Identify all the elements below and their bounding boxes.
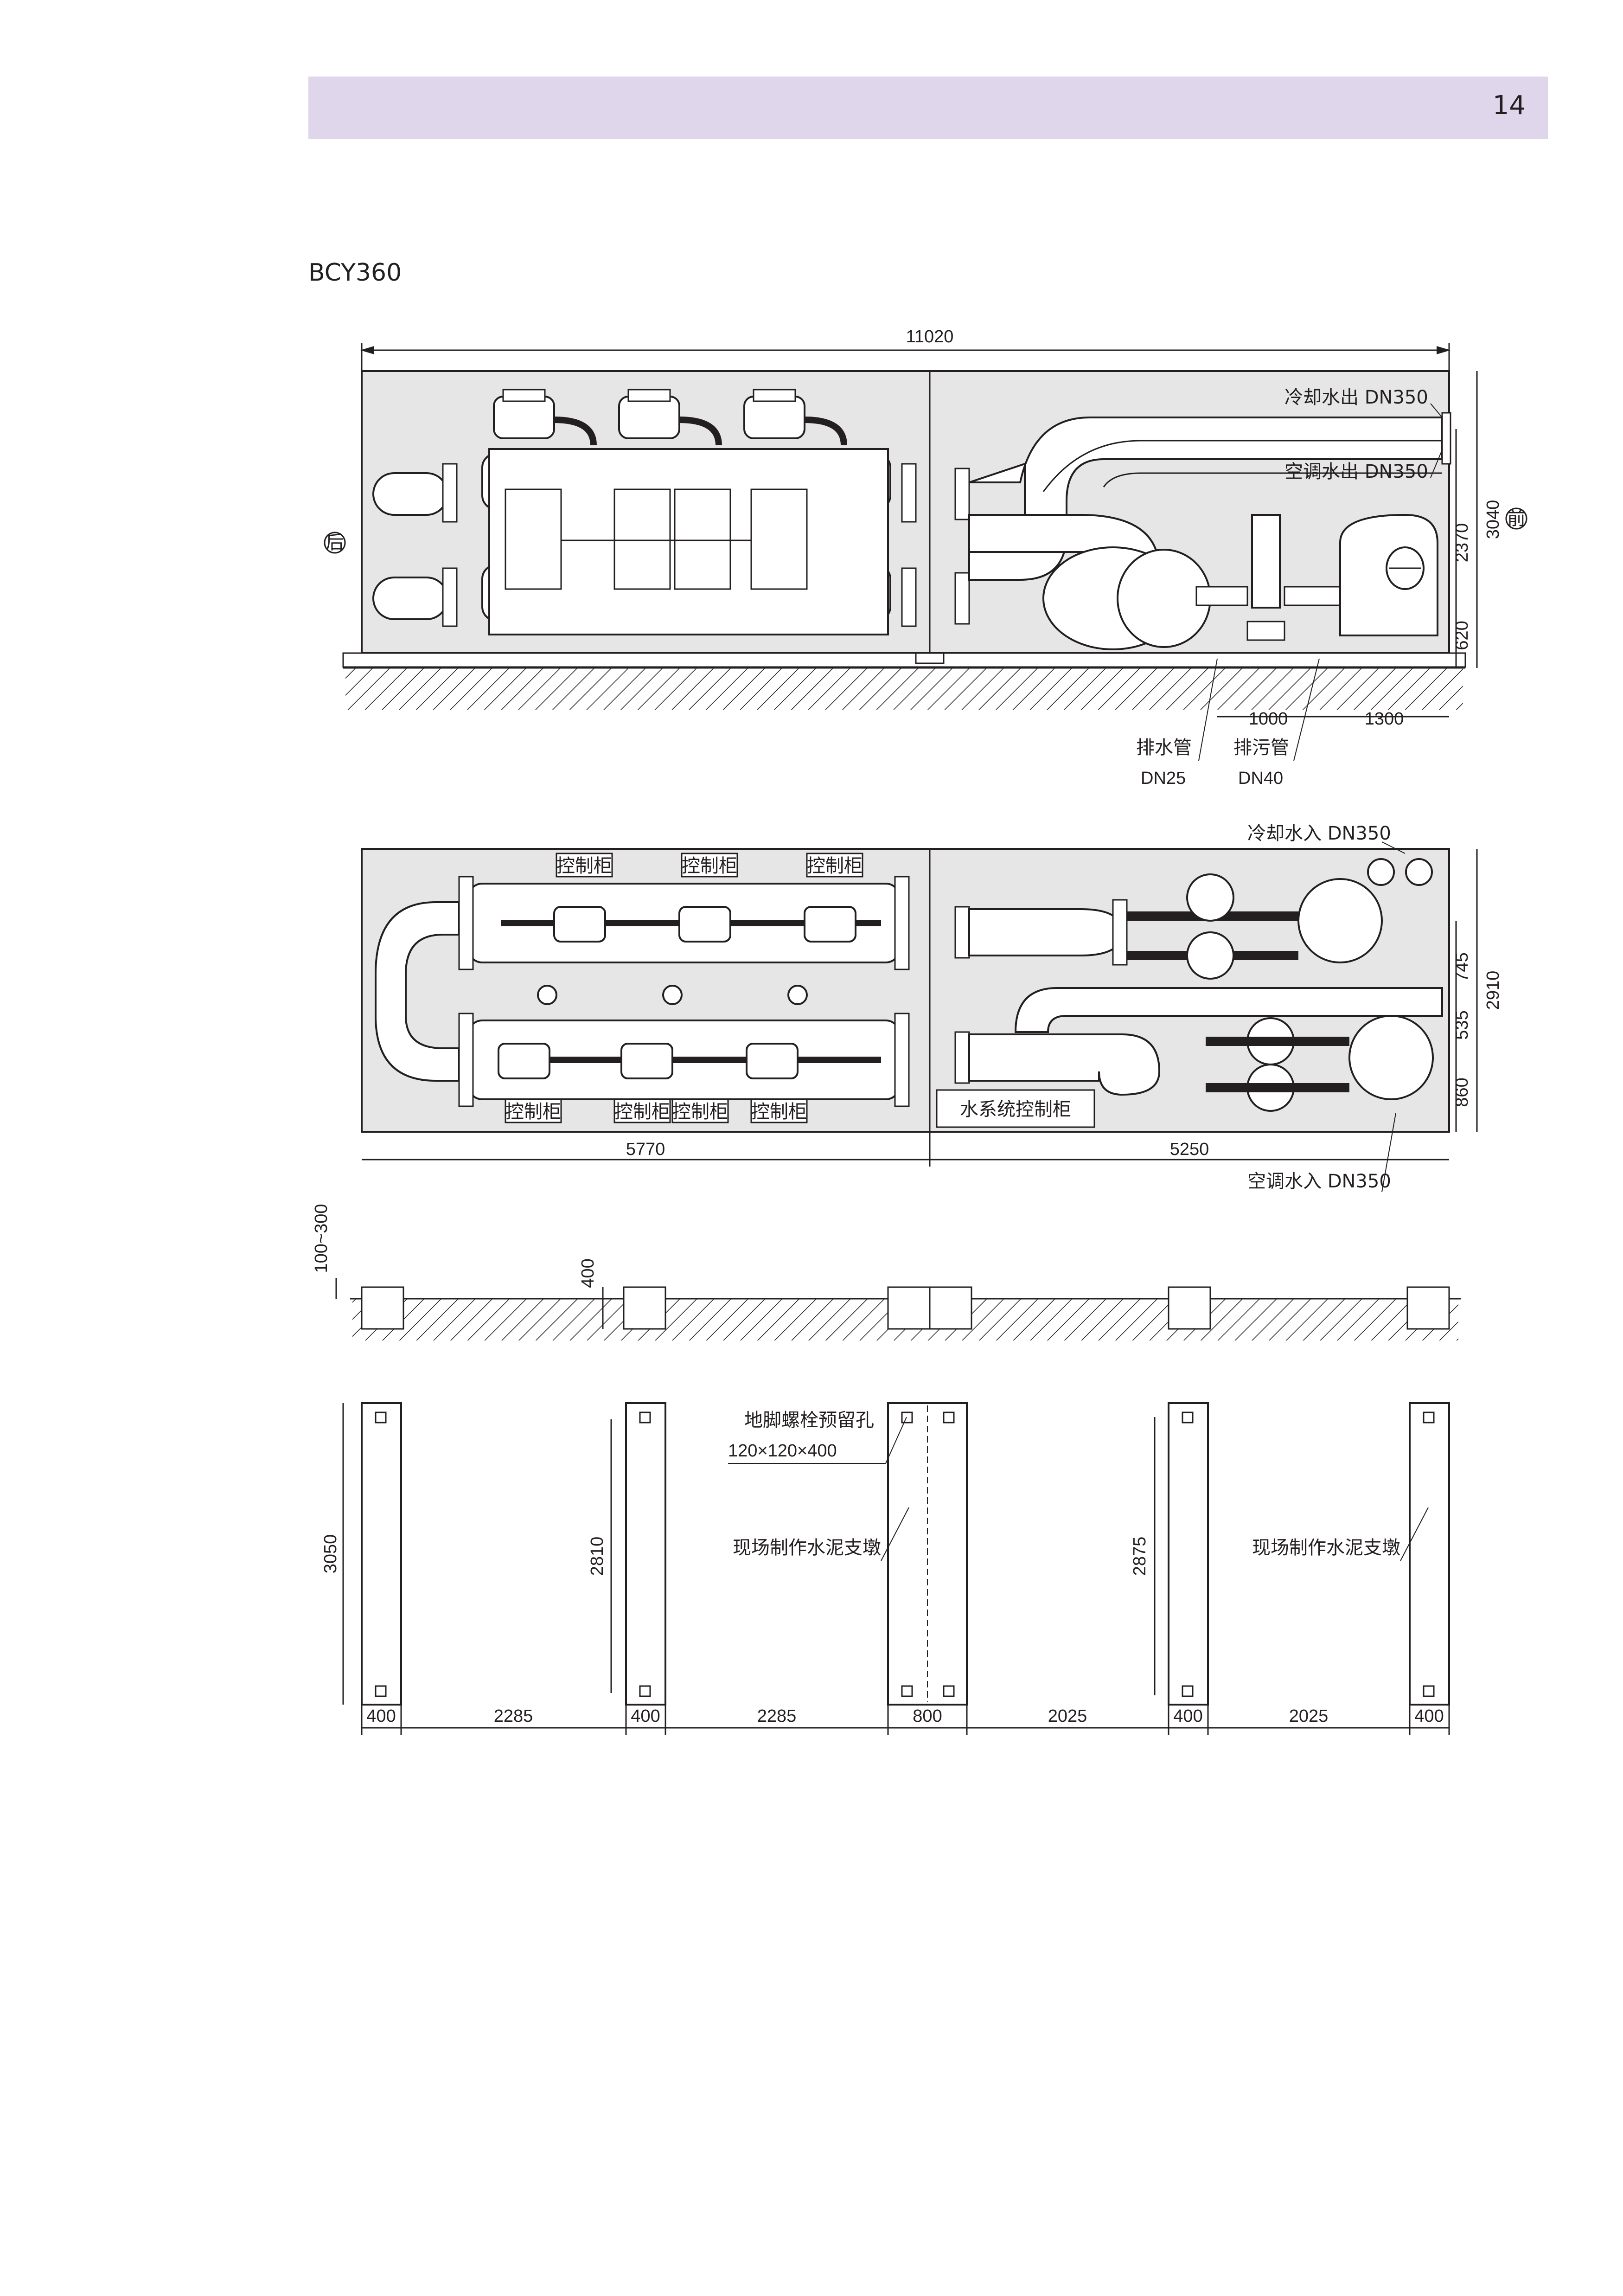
label-cabinet-7: 控制柜: [751, 1101, 807, 1122]
model-title: BCY360: [308, 259, 402, 287]
plan-pump-2: [1186, 931, 1234, 980]
dim-right-section: 5250: [1170, 1140, 1209, 1159]
dim-left-section: 5770: [626, 1140, 665, 1159]
label-sewage-pipe-size: DN40: [1238, 769, 1283, 788]
dim-pier-height-second: 2810: [588, 1537, 607, 1576]
label-pier-note-2: 现场制作水泥支墩: [1252, 1537, 1400, 1558]
dim-span-3: 2285: [757, 1706, 797, 1726]
pier-4: [1168, 1402, 1209, 1706]
label-pier-note-1: 现场制作水泥支墩: [733, 1537, 881, 1558]
water-system-cabinet: [936, 1089, 1095, 1128]
label-ac-water-in: 空调水入 DN350: [1247, 1171, 1391, 1192]
pier-2: [625, 1402, 666, 1706]
dim-pier-depth: 400: [578, 1258, 598, 1288]
dim-width-total: 2910: [1483, 971, 1503, 1010]
pier-5: [1409, 1402, 1450, 1706]
label-cabinet-6: 控制柜: [672, 1101, 728, 1122]
compressor-unit-2: [618, 389, 722, 446]
front-marker: [1505, 507, 1527, 530]
label-drain-pipe: 排水管: [1136, 737, 1192, 758]
label-rear: 后: [326, 532, 344, 553]
label-water-system-cabinet: 水系统控制柜: [960, 1099, 1071, 1120]
label-sewage-pipe: 排污管: [1233, 737, 1289, 758]
label-cabinet-1: 控制柜: [556, 855, 612, 877]
foundation-plan: 3050 2810 2875 地脚螺栓预留孔 120×120×400 现场制作水…: [321, 1402, 1450, 1735]
dim-sewage-offset: 1300: [1365, 709, 1404, 729]
dim-span-0: 400: [366, 1706, 396, 1726]
dim-d1: 745: [1452, 952, 1472, 981]
page-number: 14: [1492, 90, 1526, 121]
dim-d3: 860: [1452, 1077, 1472, 1107]
dim-span-2: 400: [631, 1706, 660, 1726]
label-cooling-water-out: 冷却水出 DN350: [1284, 387, 1428, 408]
plan-pump-1: [1186, 873, 1234, 922]
dim-height-base: 620: [1452, 621, 1472, 650]
elevation-base: [342, 652, 1466, 668]
dim-height-range: 100~300: [312, 1204, 331, 1273]
dim-span-8: 400: [1414, 1706, 1444, 1726]
vertical-pump: [1251, 514, 1281, 609]
dim-d2: 535: [1452, 1010, 1472, 1039]
label-anchor-hole-size: 120×120×400: [728, 1441, 837, 1461]
dim-height-total: 3040: [1483, 500, 1503, 539]
dim-pier-height-left: 3050: [321, 1534, 340, 1574]
foundation-section: 100~300 400: [312, 1204, 1461, 1340]
dim-span-1: 2285: [494, 1706, 533, 1726]
dim-span-4: 800: [913, 1706, 942, 1726]
ground-hatch: [345, 668, 1463, 710]
dim-span-7: 2025: [1289, 1706, 1329, 1726]
dim-span-6: 400: [1173, 1706, 1202, 1726]
dim-pier-height-fourth: 2875: [1130, 1537, 1150, 1576]
dim-height-upper: 2370: [1452, 523, 1472, 563]
label-ac-water-out: 空调水出 DN350: [1284, 461, 1428, 482]
label-cabinet-4: 控制柜: [505, 1101, 561, 1122]
dim-span-5: 2025: [1048, 1706, 1087, 1726]
rear-marker: [324, 532, 346, 554]
label-anchor-hole: 地脚螺栓预留孔: [744, 1410, 874, 1431]
plan-tank-1: [1297, 878, 1383, 963]
label-cabinet-5: 控制柜: [614, 1101, 670, 1122]
label-front: 前: [1507, 508, 1526, 529]
plan-view: 控制柜 控制柜 控制柜 控制柜 控制柜 控制柜 控制柜 水系: [361, 823, 1503, 1193]
elevation-view: 11020: [324, 327, 1527, 788]
compressor-unit-3: [743, 389, 847, 446]
label-drain-pipe-size: DN25: [1141, 769, 1186, 788]
label-cooling-water-in: 冷却水入 DN350: [1247, 823, 1391, 844]
dim-overall-length: 11020: [906, 327, 954, 346]
page-header-band: 14: [308, 77, 1548, 139]
dim-drain-offset: 1000: [1249, 709, 1288, 729]
label-cabinet-2: 控制柜: [682, 855, 737, 877]
label-cabinet-3: 控制柜: [807, 855, 863, 877]
pier-1: [361, 1402, 402, 1706]
compressor-unit-1: [493, 389, 597, 446]
plan-tank-2: [1348, 1015, 1434, 1100]
